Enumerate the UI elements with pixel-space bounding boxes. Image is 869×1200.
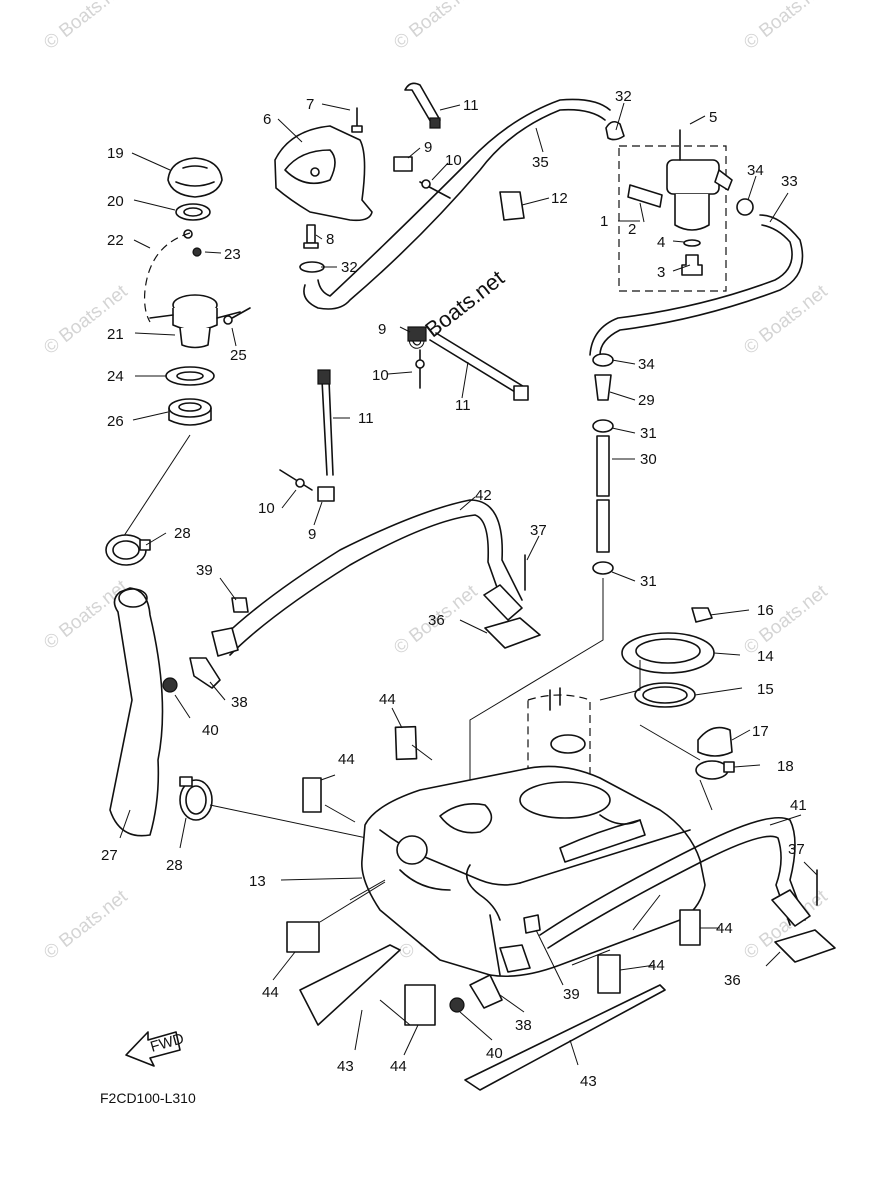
callout-28a: 28 [174, 525, 191, 542]
callout-44f: 44 [390, 1058, 407, 1075]
callout-13: 13 [249, 873, 266, 890]
callout-39b: 39 [563, 986, 580, 1003]
callout-5: 5 [709, 109, 717, 126]
watermark: © Boats.net [40, 281, 132, 359]
ring-nut [168, 398, 212, 426]
leader-lines [119, 102, 818, 1066]
callout-1: 1 [600, 213, 608, 230]
callout-43a: 43 [337, 1058, 354, 1075]
callout-8: 8 [326, 231, 334, 248]
fwd-arrow-icon: FWD [125, 1030, 186, 1067]
callout-16: 16 [757, 602, 774, 619]
diagram-code: F2CD100-L310 [100, 1090, 196, 1106]
watermark: © Boats.net [390, 0, 482, 54]
callout-38b: 38 [515, 1017, 532, 1034]
callout-23: 23 [224, 246, 241, 263]
callout-labels: 1 2 3 4 5 6 7 8 9 9 9 10 10 10 11 11 11 … [101, 88, 807, 1090]
callout-22: 22 [107, 232, 124, 249]
callout-6: 6 [263, 111, 271, 128]
callout-32a: 32 [615, 88, 632, 105]
callout-35: 35 [532, 154, 549, 171]
callout-10c: 10 [258, 500, 275, 517]
callout-40a: 40 [202, 722, 219, 739]
callout-17: 17 [752, 723, 769, 740]
watermark: © Boats.net [40, 0, 132, 54]
callout-29: 29 [638, 392, 655, 409]
watermark-center: © Boats.net [403, 265, 509, 356]
callout-3: 3 [657, 264, 665, 281]
callout-34a: 34 [747, 162, 764, 179]
callout-28b: 28 [166, 857, 183, 874]
callout-34b: 34 [638, 356, 655, 373]
callout-7: 7 [306, 96, 314, 113]
filler-cap [167, 157, 223, 198]
callout-41: 41 [790, 797, 807, 814]
callout-11c: 11 [358, 410, 374, 427]
callout-11a: 11 [463, 97, 479, 114]
callout-39a: 39 [196, 562, 213, 579]
filler-neck [149, 294, 241, 349]
callout-4: 4 [657, 234, 665, 251]
callout-43b: 43 [580, 1073, 597, 1090]
callout-11b: 11 [455, 397, 471, 414]
watermark: © Boats.net [740, 581, 832, 659]
callout-9a: 9 [424, 139, 432, 156]
callout-19: 19 [107, 145, 124, 162]
callout-44a: 44 [379, 691, 396, 708]
callout-21: 21 [107, 326, 124, 343]
callout-2: 2 [628, 221, 636, 238]
fuel-filter [666, 129, 733, 231]
callout-44d: 44 [648, 957, 665, 974]
callout-9b: 9 [378, 321, 386, 338]
callout-24: 24 [107, 368, 124, 385]
callout-44b: 44 [338, 751, 355, 768]
fuel-tank [361, 765, 706, 978]
callout-25: 25 [230, 347, 247, 364]
parts: FWD [105, 82, 836, 1091]
callout-37b: 37 [788, 841, 805, 858]
watermark: © Boats.net [740, 281, 832, 359]
cover [274, 125, 373, 222]
callout-32b: 32 [341, 259, 358, 276]
callout-42: 42 [475, 487, 492, 504]
callout-18: 18 [777, 758, 794, 775]
callout-36a: 36 [428, 612, 445, 629]
callout-26: 26 [107, 413, 124, 430]
callout-44c: 44 [716, 920, 733, 937]
callout-37a: 37 [530, 522, 547, 539]
callout-31b: 31 [640, 573, 657, 590]
callout-40b: 40 [486, 1045, 503, 1062]
callout-15: 15 [757, 681, 774, 698]
callout-14: 14 [757, 648, 774, 665]
callout-12: 12 [551, 190, 568, 207]
callout-38a: 38 [231, 694, 248, 711]
callout-9c: 9 [308, 526, 316, 543]
callout-33: 33 [781, 173, 798, 190]
callout-44e: 44 [262, 984, 279, 1001]
watermark: © Boats.net [740, 0, 832, 54]
callout-10a: 10 [445, 152, 462, 169]
callout-36b: 36 [724, 972, 741, 989]
callout-31a: 31 [640, 425, 657, 442]
callout-27: 27 [101, 847, 118, 864]
watermark: © Boats.net [40, 886, 132, 964]
callout-30: 30 [640, 451, 657, 468]
callout-20: 20 [107, 193, 124, 210]
callout-10b: 10 [372, 367, 389, 384]
